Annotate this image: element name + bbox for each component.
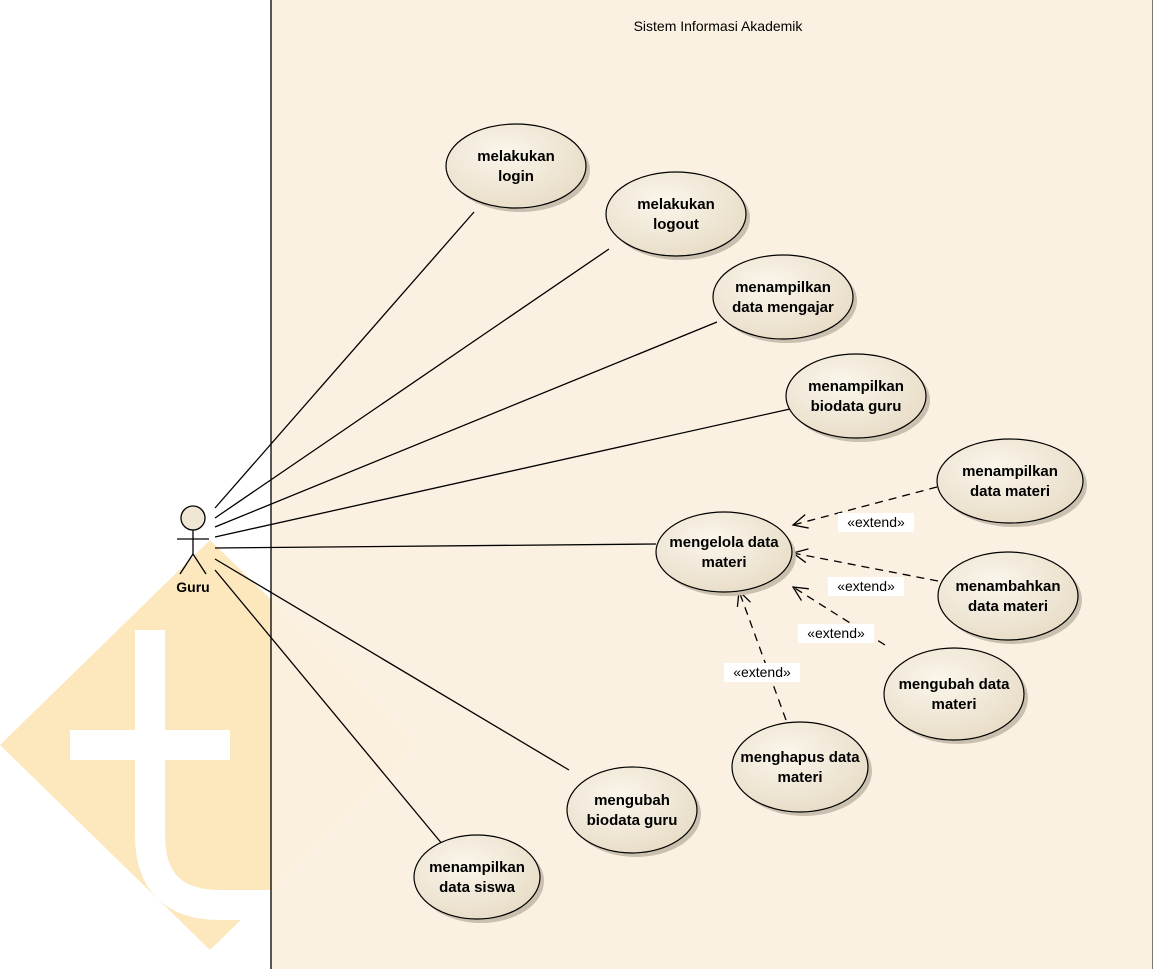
use-case-ellipse <box>445 123 587 209</box>
use-case-label: melakukan <box>637 196 715 213</box>
extend-tambah-materi: «extend» <box>791 548 939 596</box>
use-case-kelola-materi[interactable]: mengelola data materi <box>655 511 796 596</box>
extend-line <box>792 486 938 526</box>
use-case-label: login <box>498 168 534 185</box>
extend-ubah-materi: «extend» <box>791 586 886 646</box>
use-case-label: menghapus data <box>740 749 860 766</box>
use-case-ellipse <box>413 834 541 920</box>
extend-label: «extend» <box>807 625 865 641</box>
use-case-label: biodata guru <box>811 398 902 415</box>
use-case-ubah-biodata[interactable]: mengubah biodata guru <box>566 766 701 857</box>
use-case-ellipse <box>937 551 1079 641</box>
use-case-ellipse <box>936 438 1084 524</box>
use-case-ellipse <box>731 721 869 813</box>
association-biodata <box>214 408 791 538</box>
association-siswa <box>214 569 444 846</box>
association-mengajar <box>214 321 718 528</box>
actor-guru[interactable]: Guru <box>176 505 210 595</box>
arrowhead-icon <box>791 514 809 529</box>
association-login <box>214 211 475 509</box>
extend-line <box>792 552 939 582</box>
system-title: Sistem Informasi Akademik <box>634 18 804 34</box>
actor-label: Guru <box>176 579 209 595</box>
extend-label-bg <box>838 513 914 532</box>
use-case-ellipse <box>605 171 747 257</box>
use-case-label: biodata guru <box>587 812 678 829</box>
association-lines <box>214 211 791 846</box>
use-case-label: melakukan <box>477 148 555 165</box>
use-case-label: data materi <box>970 483 1050 500</box>
use-case-label: menampilkan <box>735 279 831 296</box>
use-case-ellipse <box>785 353 927 439</box>
use-case-mengajar[interactable]: menampilkan data mengajar <box>712 254 857 343</box>
use-case-label: data siswa <box>439 879 516 896</box>
use-case-label: logout <box>653 216 699 233</box>
use-case-ellipse <box>883 647 1025 741</box>
use-case-label: materi <box>931 696 976 713</box>
arrowhead-icon <box>791 586 809 601</box>
use-case-siswa[interactable]: menampilkan data siswa <box>413 834 544 923</box>
use-case-label: data mengajar <box>732 299 834 316</box>
use-case-hapus-materi[interactable]: menghapus data materi <box>731 721 872 816</box>
extend-line <box>738 590 787 721</box>
extend-label: «extend» <box>847 514 905 530</box>
use-cases: melakukan login melakukan logout menampilkan… <box>413 123 1087 923</box>
association-kelola-materi <box>214 543 657 549</box>
extend-label-bg <box>828 577 904 596</box>
use-case-label: menampilkan <box>808 378 904 395</box>
use-case-login[interactable]: melakukan login <box>445 123 590 212</box>
use-case-label: data materi <box>968 598 1048 615</box>
use-case-label: mengubah <box>594 792 670 809</box>
use-case-ellipse <box>566 766 698 854</box>
association-ubah-biodata <box>214 558 570 771</box>
extend-label-bg <box>798 624 874 643</box>
use-case-label: menampilkan <box>429 859 525 876</box>
use-case-tambah-materi[interactable]: menambahkan data materi <box>937 551 1082 644</box>
use-case-tampil-materi[interactable]: menampilkan data materi <box>936 438 1087 527</box>
extend-label-bg <box>724 663 800 682</box>
extend-relations: «extend» «extend» «extend» «extend» <box>724 486 939 721</box>
extend-tampil-materi: «extend» <box>791 486 938 532</box>
use-case-ellipse <box>655 511 793 593</box>
use-case-label: menambahkan <box>955 578 1060 595</box>
use-case-ubah-materi[interactable]: mengubah data materi <box>883 647 1028 744</box>
use-case-label: materi <box>777 769 822 786</box>
association-logout <box>214 248 610 519</box>
extend-hapus-materi: «extend» <box>724 589 800 721</box>
stick-figure-icon <box>177 505 209 575</box>
use-case-label: materi <box>701 554 746 571</box>
use-case-logout[interactable]: melakukan logout <box>605 171 750 260</box>
use-case-ellipse <box>712 254 854 340</box>
use-case-biodata[interactable]: menampilkan biodata guru <box>785 353 930 442</box>
extend-label: «extend» <box>837 578 895 594</box>
use-case-label: mengelola data <box>669 534 779 551</box>
extend-label: «extend» <box>733 664 791 680</box>
use-case-label: mengubah data <box>899 676 1011 693</box>
use-case-label: menampilkan <box>962 463 1058 480</box>
